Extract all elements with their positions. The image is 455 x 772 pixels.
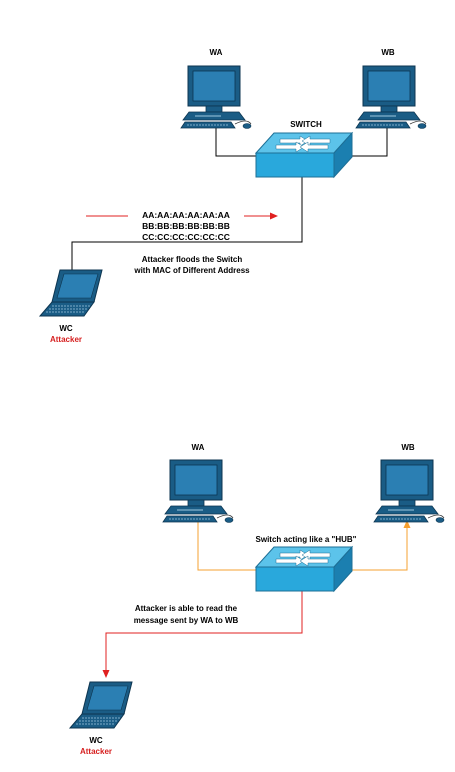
- wc-laptop-icon: [69, 681, 133, 729]
- wb-desktop-icon: [373, 459, 445, 523]
- switch-icon: [255, 132, 353, 178]
- switch-label: SWITCH: [290, 120, 322, 129]
- wb-label: WB: [381, 48, 395, 57]
- wc-label: WC: [89, 736, 103, 745]
- mac-line-3: CC:CC:CC:CC:CC:CC: [142, 232, 230, 242]
- read-caption-line2: message sent by WA to WB: [134, 616, 239, 625]
- flood-caption-line2: with MAC of Different Address: [133, 266, 250, 275]
- wc-label: WC: [59, 324, 73, 333]
- wc-laptop-icon: [39, 269, 103, 317]
- switch-icon: [255, 546, 353, 592]
- link-wa-switch: [215, 122, 256, 157]
- mac-line-2: BB:BB:BB:BB:BB:BB: [142, 221, 230, 231]
- link-switch-wb-hub: [350, 528, 408, 571]
- wa-label: WA: [210, 48, 223, 57]
- arrowhead-icon: [270, 212, 278, 220]
- wa-desktop-icon: [162, 459, 234, 523]
- mac-line-1: AA:AA:AA:AA:AA:AA: [142, 210, 230, 220]
- link-switch-wc: [105, 589, 303, 670]
- switch-hub-caption: Switch acting like a "HUB": [256, 535, 357, 544]
- link-wa-switch-hub: [197, 519, 258, 571]
- link-wb-switch: [350, 122, 388, 157]
- wb-desktop-icon: [355, 65, 427, 129]
- read-caption-line1: Attacker is able to read the: [135, 604, 238, 613]
- wb-label: WB: [401, 443, 415, 452]
- bottom-diagram: WA WB Switch acting like a "HUB" Attacke…: [69, 443, 445, 756]
- attacker-label: Attacker: [80, 747, 112, 756]
- wa-desktop-icon: [180, 65, 252, 129]
- arrowhead-icon: [102, 670, 110, 678]
- arrowhead-icon: [403, 520, 411, 528]
- attacker-label: Attacker: [50, 335, 82, 344]
- flood-caption-line1: Attacker floods the Switch: [142, 255, 243, 264]
- wa-label: WA: [192, 443, 205, 452]
- top-diagram: WA WB SWITCH AA:AA:AA:AA:AA:AA BB:BB:BB:…: [39, 48, 427, 344]
- link-wc-switch: [71, 175, 303, 273]
